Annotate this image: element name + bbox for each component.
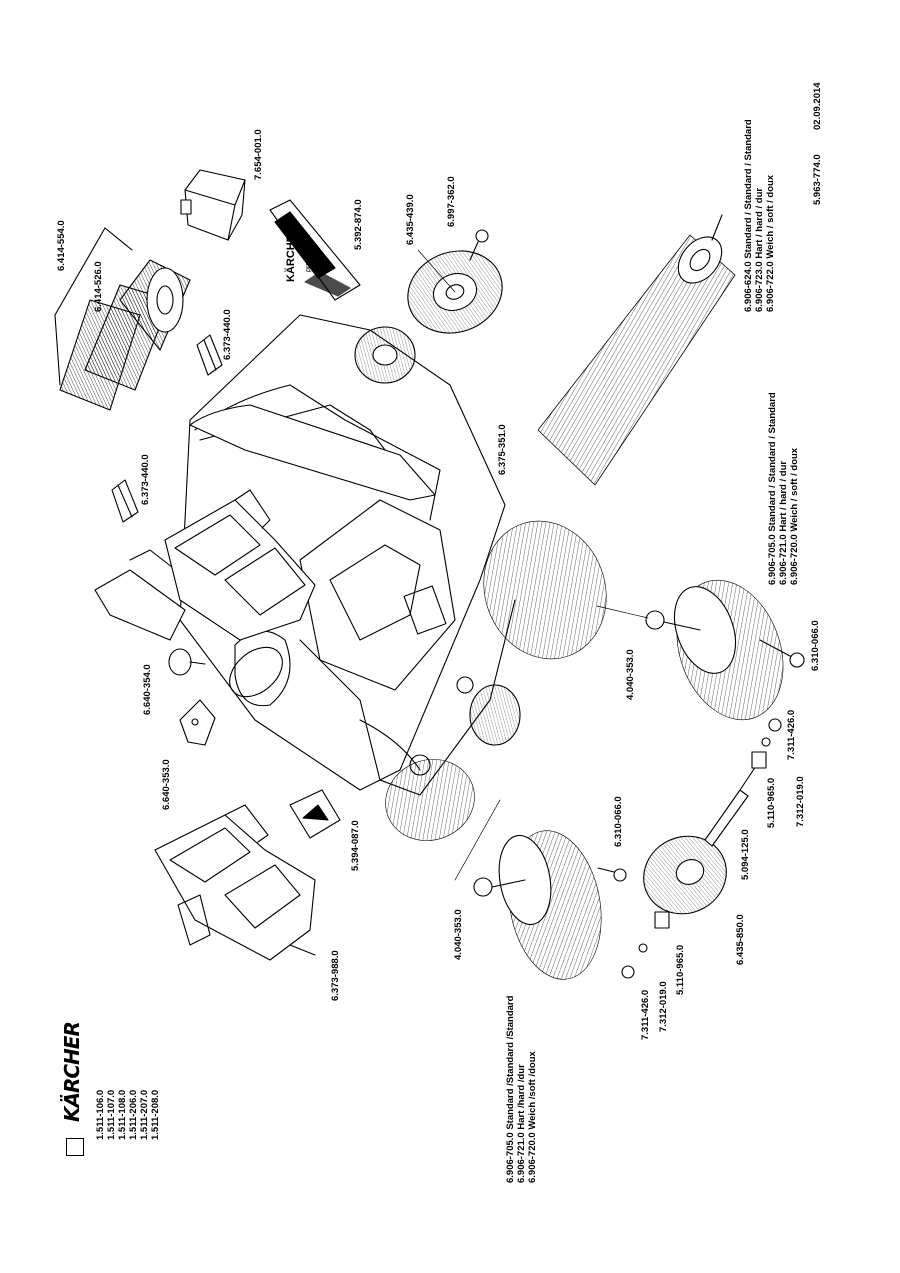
machine-side-brush-right	[483, 520, 607, 660]
part-label-6.997-362.0: 6.997-362.0	[446, 176, 457, 227]
main-roller-brush-part	[537, 214, 736, 486]
side-brush-right-variants: 6.906-705.0 Standard / Standard / Standa…	[767, 392, 800, 585]
part-label-6.640-354.0: 6.640-354.0	[142, 664, 153, 715]
part-label-5.110-965.0-right: 5.110-965.0	[766, 777, 777, 828]
decal-sub-text: professional	[305, 234, 312, 272]
doc-number: 5.963-774.0	[812, 154, 823, 205]
part-label-6.414-526.0: 6.414-526.0	[93, 261, 104, 312]
part-label-6.375-351.0: 6.375-351.0	[497, 424, 508, 475]
part-label-5.094-125.0: 5.094-125.0	[740, 829, 751, 880]
part-label-6.373-988.0: 6.373-988.0	[330, 950, 341, 1001]
part-label-6.373-440.0-upper: 6.373-440.0	[222, 309, 233, 360]
front-wheel-part	[643, 835, 727, 915]
kaercher-logo-icon	[66, 1138, 84, 1156]
model-number: 1.511-106.0	[95, 1089, 106, 1140]
model-number: 1.511-206.0	[128, 1089, 139, 1140]
model-number: 1.511-208.0	[150, 1089, 161, 1140]
model-number: 1.511-107.0	[106, 1089, 117, 1140]
brush-variant: 6.906-721.0 Hart / hard / dur	[778, 460, 789, 585]
part-label-7.311-426.0-right: 7.311-426.0	[786, 709, 797, 760]
model-list: 1.511-106.0 1.511-107.0 1.511-108.0 1.51…	[95, 1090, 161, 1140]
part-label-6.435-850.0: 6.435-850.0	[735, 914, 746, 965]
side-brush-right-assembly	[596, 579, 805, 721]
decal-brand-text: KÄRCHER	[285, 227, 297, 282]
part-label-7.311-426.0-left: 7.311-426.0	[640, 989, 651, 1040]
knob-part	[168, 648, 206, 676]
model-number: 1.511-207.0	[139, 1089, 150, 1140]
part-label-4.040-353.0-right: 4.040-353.0	[625, 649, 636, 700]
part-label-6.373-440.0-lower: 6.373-440.0	[140, 454, 151, 505]
seat-on-machine	[164, 489, 316, 641]
brush-variant: 6.906-720.0 Weich / soft / doux	[789, 447, 800, 585]
part-label-5.110-965.0-left: 5.110-965.0	[675, 944, 686, 995]
bracket-part-lower	[111, 479, 139, 523]
brush-variant: 6.906-723.0 Hart / hard / dur	[754, 187, 765, 312]
brush-variant: 6.906-705.0 Standard /Standard /Standard	[505, 995, 516, 1183]
part-label-6.414-554.0: 6.414-554.0	[56, 220, 67, 271]
brush-variant: 6.906-722.0 Weich / soft / doux	[765, 174, 776, 312]
part-label-6.435-439.0: 6.435-439.0	[405, 194, 416, 245]
part-label-7.312-019.0-left: 7.312-019.0	[658, 981, 669, 1032]
kaercher-decal-part	[269, 199, 361, 301]
brush-variant: 6.906-705.0 Standard / Standard / Standa…	[767, 392, 778, 585]
battery-part	[180, 169, 246, 241]
brush-variant: 6.906-721.0 Hart /hard /dur	[516, 1064, 527, 1183]
part-label-4.040-353.0-left: 4.040-353.0	[453, 909, 464, 960]
part-label-7.312-019.0-right: 7.312-019.0	[795, 776, 806, 827]
part-label-6.310-066.0-left: 6.310-066.0	[613, 796, 624, 847]
side-brush-left-variants: 6.906-705.0 Standard /Standard /Standard…	[505, 996, 538, 1183]
warning-decal-part	[289, 789, 341, 839]
axle-part	[704, 759, 761, 847]
cover-part	[179, 699, 216, 746]
brush-variant: 6.906-624.0 Standard / Standard / Standa…	[743, 119, 754, 312]
sweeper-machine-body	[94, 314, 521, 796]
part-label-5.394-087.0: 5.394-087.0	[350, 820, 361, 871]
header-brand: KÄRCHER	[60, 1022, 84, 1122]
part-label-5.392-874.0: 5.392-874.0	[353, 199, 364, 250]
rear-wheel-part	[407, 249, 503, 334]
screw-part	[469, 229, 489, 261]
machine-side-brush-left	[385, 759, 475, 841]
part-label-6.310-066.0-right: 6.310-066.0	[810, 620, 821, 671]
brush-variant: 6.906-720.0 Weich /soft /doux	[527, 1051, 538, 1183]
part-label-7.654-001.0: 7.654-001.0	[253, 129, 264, 180]
model-number: 1.511-108.0	[117, 1089, 128, 1140]
doc-date: 02.09.2014	[812, 82, 823, 130]
seat-part	[154, 804, 316, 961]
filter-cartridges-part	[54, 227, 191, 411]
main-brush-variants: 6.906-624.0 Standard / Standard / Standa…	[743, 119, 776, 312]
bushing-parts	[621, 718, 782, 979]
part-label-6.640-353.0: 6.640-353.0	[161, 759, 172, 810]
side-brush-left-assembly	[454, 799, 627, 980]
bracket-part-upper	[196, 334, 223, 376]
